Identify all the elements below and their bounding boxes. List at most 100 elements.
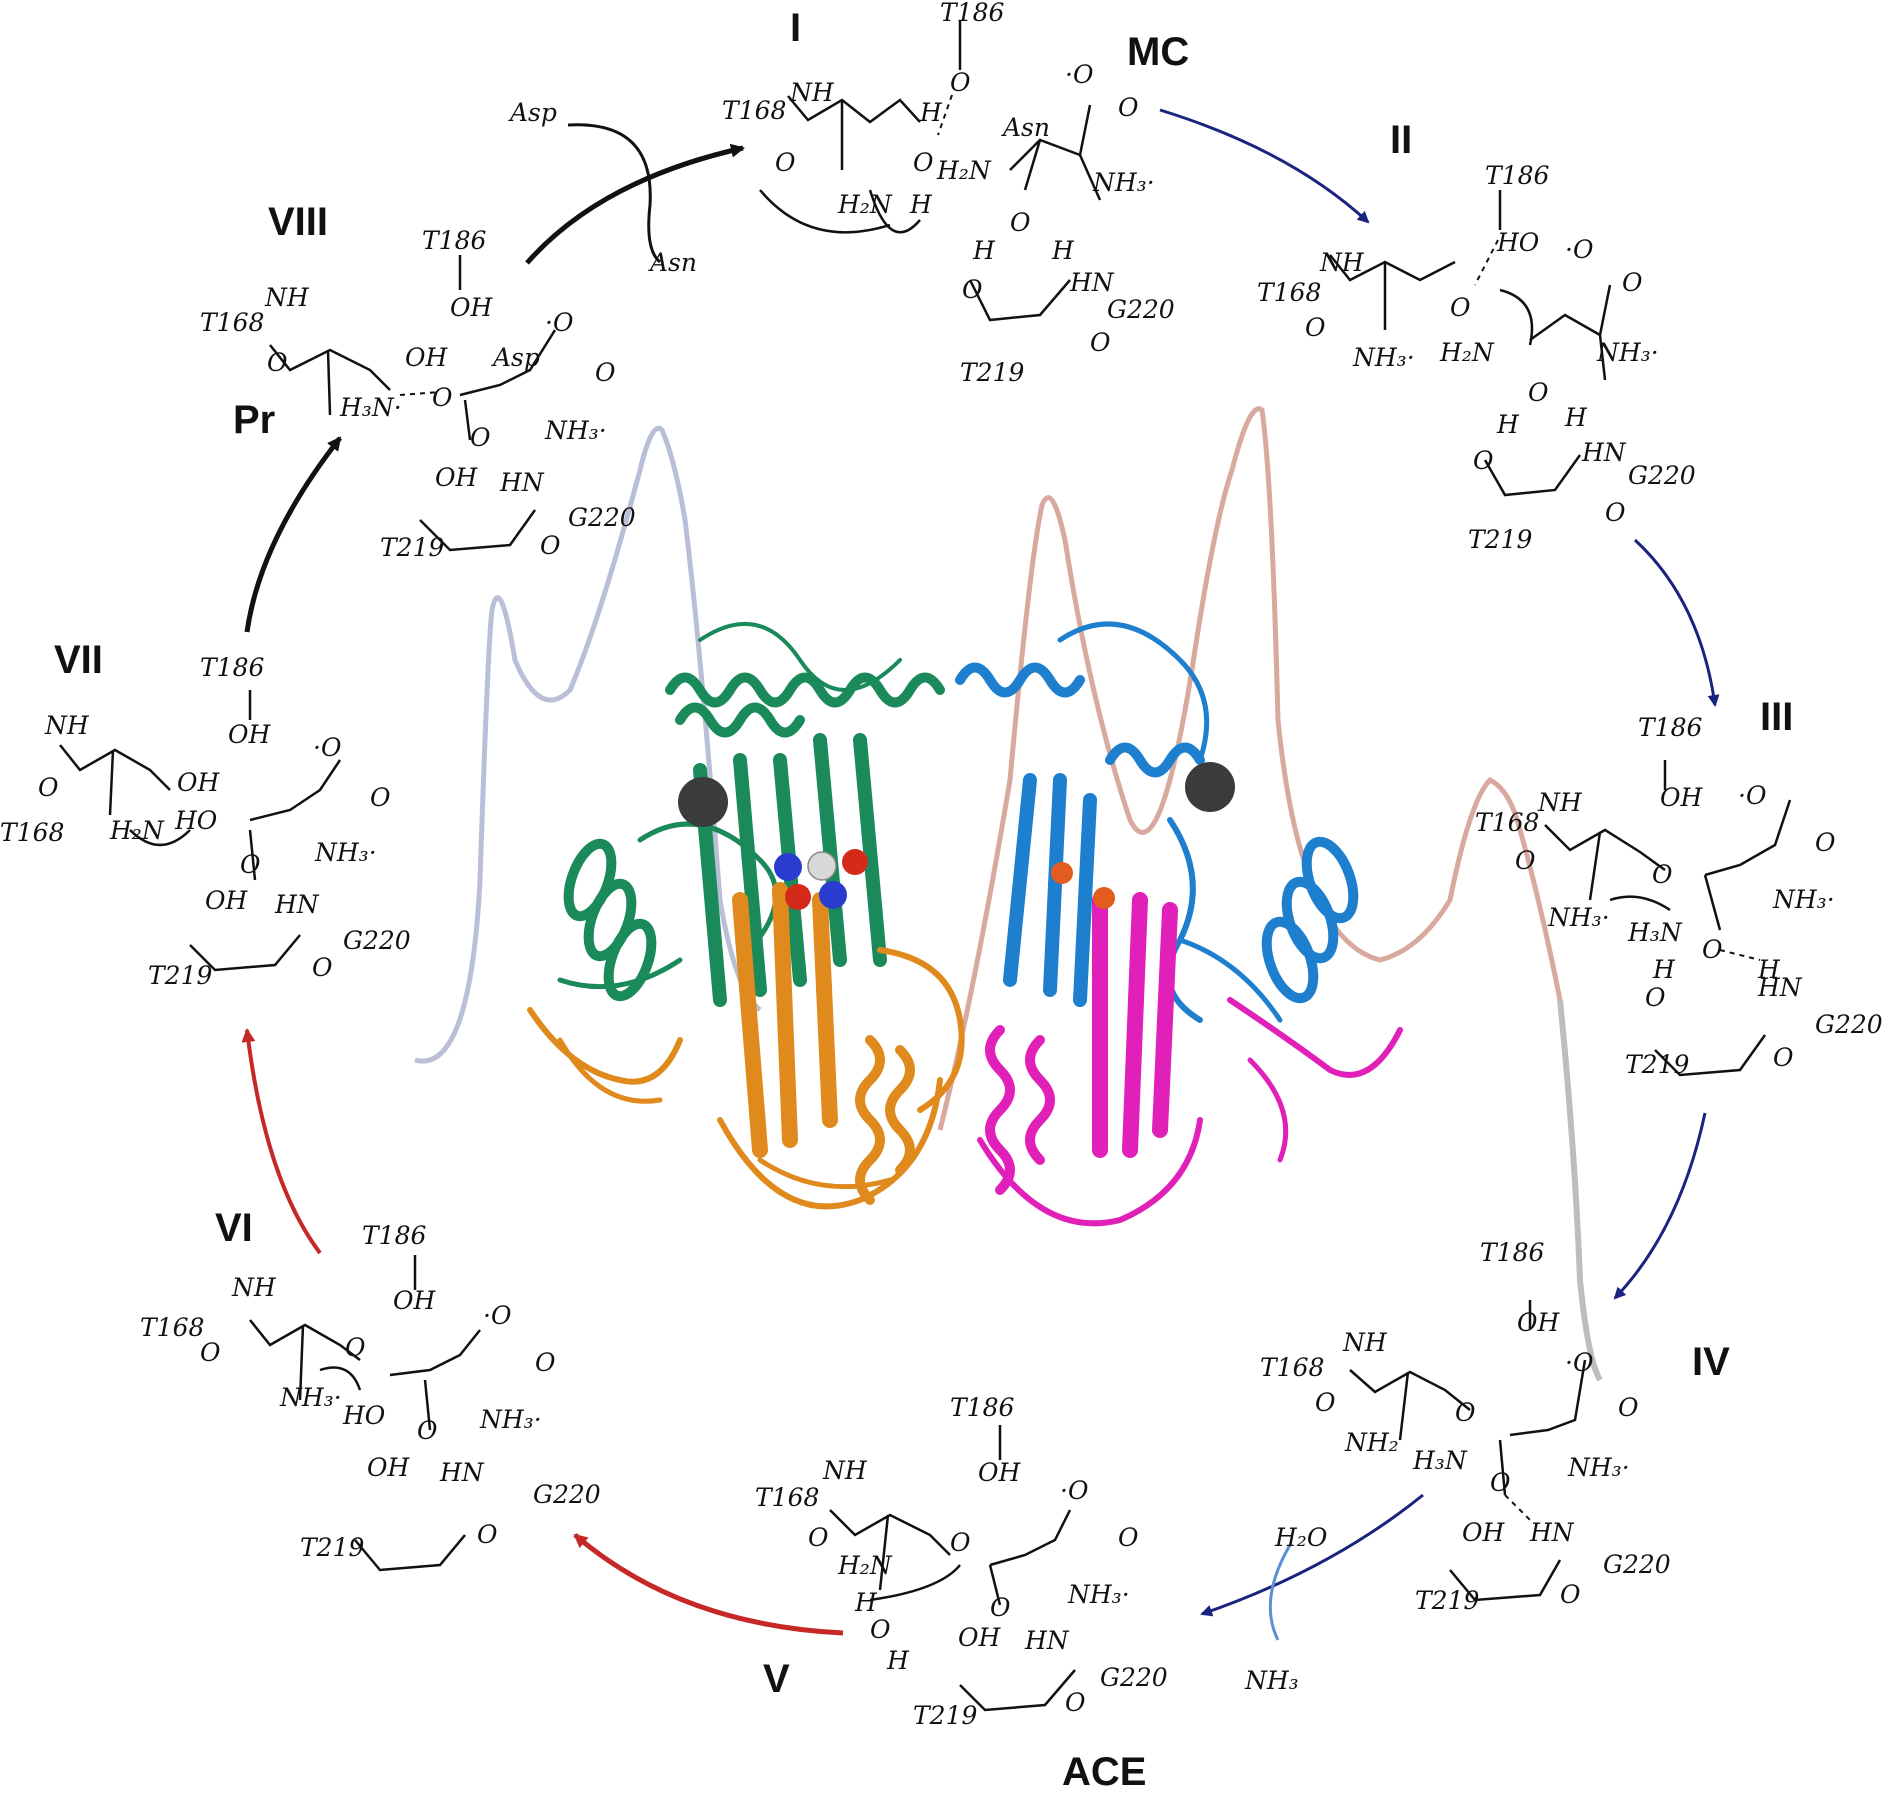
viii-h3n: H₃N·: [340, 393, 402, 422]
i-nh: NH: [790, 78, 834, 107]
viii-hn: HN: [500, 468, 544, 497]
vii-t219: T219: [148, 961, 213, 990]
stage-label-viii: VIII: [268, 200, 329, 244]
v-h-top: H: [855, 1588, 877, 1617]
vii-nh: NH: [45, 711, 89, 740]
i-o-thr: O: [913, 148, 934, 177]
mc-nh3: NH₃·: [1093, 168, 1155, 197]
vii-h2n: H₂N: [110, 816, 164, 845]
arrow-ii-to-iii: [1633, 538, 1720, 707]
ii-o-t219: O: [1473, 446, 1494, 475]
viii-g220: G220: [568, 503, 636, 532]
mc-o-acid: O: [1118, 93, 1139, 122]
mc-o-t219-carbonyl: O: [1090, 328, 1111, 357]
vii-ho: HO: [175, 806, 218, 835]
vii-o-acyl: O: [240, 850, 261, 879]
iii-o-minus: ·O: [1738, 781, 1767, 810]
iii-o-oxyanion: O: [1702, 935, 1723, 964]
i-t186: T186: [940, 0, 1005, 27]
vii-oh-t219: OH: [205, 886, 248, 915]
vii-o-acid: O: [370, 783, 391, 812]
vii-oh: OH: [228, 720, 271, 749]
vi-nh: NH: [232, 1273, 276, 1302]
ii-o-thr: O: [1450, 293, 1471, 322]
mc-n: HN: [1070, 268, 1114, 297]
ii-o-carbonyl: O: [1305, 313, 1326, 342]
i-h: H: [910, 190, 932, 219]
viii-o-carbonyl: O: [267, 348, 288, 377]
iii-o-acid: O: [1815, 828, 1836, 857]
v-t219: T219: [913, 1701, 978, 1730]
iv-g220: G220: [1603, 1550, 1671, 1579]
stage-label-mc: MC: [1127, 30, 1190, 74]
reagent-h2o: H₂O: [1275, 1523, 1328, 1552]
vi-ho: HO: [343, 1401, 386, 1430]
vii-t186: T186: [200, 653, 265, 682]
iv-nh2: NH₂: [1345, 1428, 1399, 1457]
ii-nh3-left: NH₃·: [1353, 343, 1415, 372]
v-oh-t219: OH: [958, 1623, 1001, 1652]
mc-o-t219: O: [962, 275, 983, 304]
vi-o-ring: O: [345, 1333, 366, 1362]
viii-o-acid: O: [595, 358, 616, 387]
v-o-acyl: O: [990, 1593, 1011, 1622]
arrow-nh3-release: [1268, 1544, 1292, 1641]
iv-h3n: H₃N: [1413, 1446, 1467, 1475]
mc-asn: Asn: [1003, 113, 1050, 142]
iv-hn: HN: [1530, 1518, 1574, 1547]
viii-o-minus: ·O: [545, 308, 574, 337]
vi-oh: OH: [393, 1286, 436, 1315]
vii-o-t219-carbonyl: O: [312, 953, 333, 982]
protein-chain-orange: [527, 882, 965, 1210]
energy-profile-right: [937, 406, 1563, 1131]
iv-o-t219-carbonyl: O: [1560, 1580, 1581, 1609]
iv-o-minus: ·O: [1565, 1348, 1594, 1377]
viii-nh3: NH₃·: [545, 416, 607, 445]
v-t186: T186: [950, 1393, 1015, 1422]
viii-t219: T219: [380, 533, 445, 562]
arrow-iii-to-iv: [1613, 1112, 1707, 1300]
iv-nh: NH: [1343, 1328, 1387, 1357]
protein-chain-magenta: [977, 892, 1403, 1227]
stage-label-pr: Pr: [233, 398, 276, 442]
ii-o-acid: O: [1622, 268, 1643, 297]
arrow-vi-to-vii: [241, 1028, 322, 1255]
ii-o-minus: ·O: [1565, 235, 1594, 264]
iii-o-t219: O: [1645, 983, 1666, 1012]
stage-label-v: V: [763, 1657, 790, 1701]
iii-o-t219-carbonyl: O: [1773, 1043, 1794, 1072]
v-oh: OH: [978, 1458, 1021, 1487]
i-t168: T168: [722, 96, 787, 125]
ii-o-t219-carbonyl: O: [1605, 498, 1626, 527]
iii-nh3-left: NH₃·: [1548, 903, 1610, 932]
vii-g220: G220: [343, 926, 411, 955]
protein-chain-blue: [955, 621, 1359, 1023]
iv-o-acid: O: [1618, 1393, 1639, 1422]
vi-t168: T168: [140, 1313, 205, 1342]
reagent-nh3: NH₃: [1245, 1666, 1299, 1695]
arrow-v-to-vi: [573, 1533, 844, 1636]
v-o-acid: O: [1118, 1523, 1139, 1552]
reagent-asn: Asn: [650, 248, 697, 277]
iii-nh3-right: NH₃·: [1773, 885, 1835, 914]
energy-profile-grey: [1557, 999, 1603, 1382]
i-h2n: H₂N: [838, 190, 892, 219]
ii-n: HN: [1582, 438, 1626, 467]
iv-oh: OH: [1517, 1308, 1560, 1337]
reagent-asp: Asp: [510, 98, 557, 127]
vi-g220: G220: [533, 1480, 601, 1509]
iii-nh: NH: [1538, 788, 1582, 817]
v-o-ring: O: [950, 1528, 971, 1557]
viii-nh: NH: [265, 283, 309, 312]
iii-h-right: H: [1758, 955, 1780, 984]
mc-t219: T219: [960, 358, 1025, 387]
arrow-vii-to-viii: [244, 436, 342, 633]
protein-chain-green: [557, 622, 945, 1007]
iv-oh-t219: OH: [1462, 1518, 1505, 1547]
vi-t219: T219: [300, 1533, 365, 1562]
iii-o-ring: O: [1652, 860, 1673, 889]
ii-t168: T168: [1257, 278, 1322, 307]
viii-o-acyl: O: [470, 423, 491, 452]
